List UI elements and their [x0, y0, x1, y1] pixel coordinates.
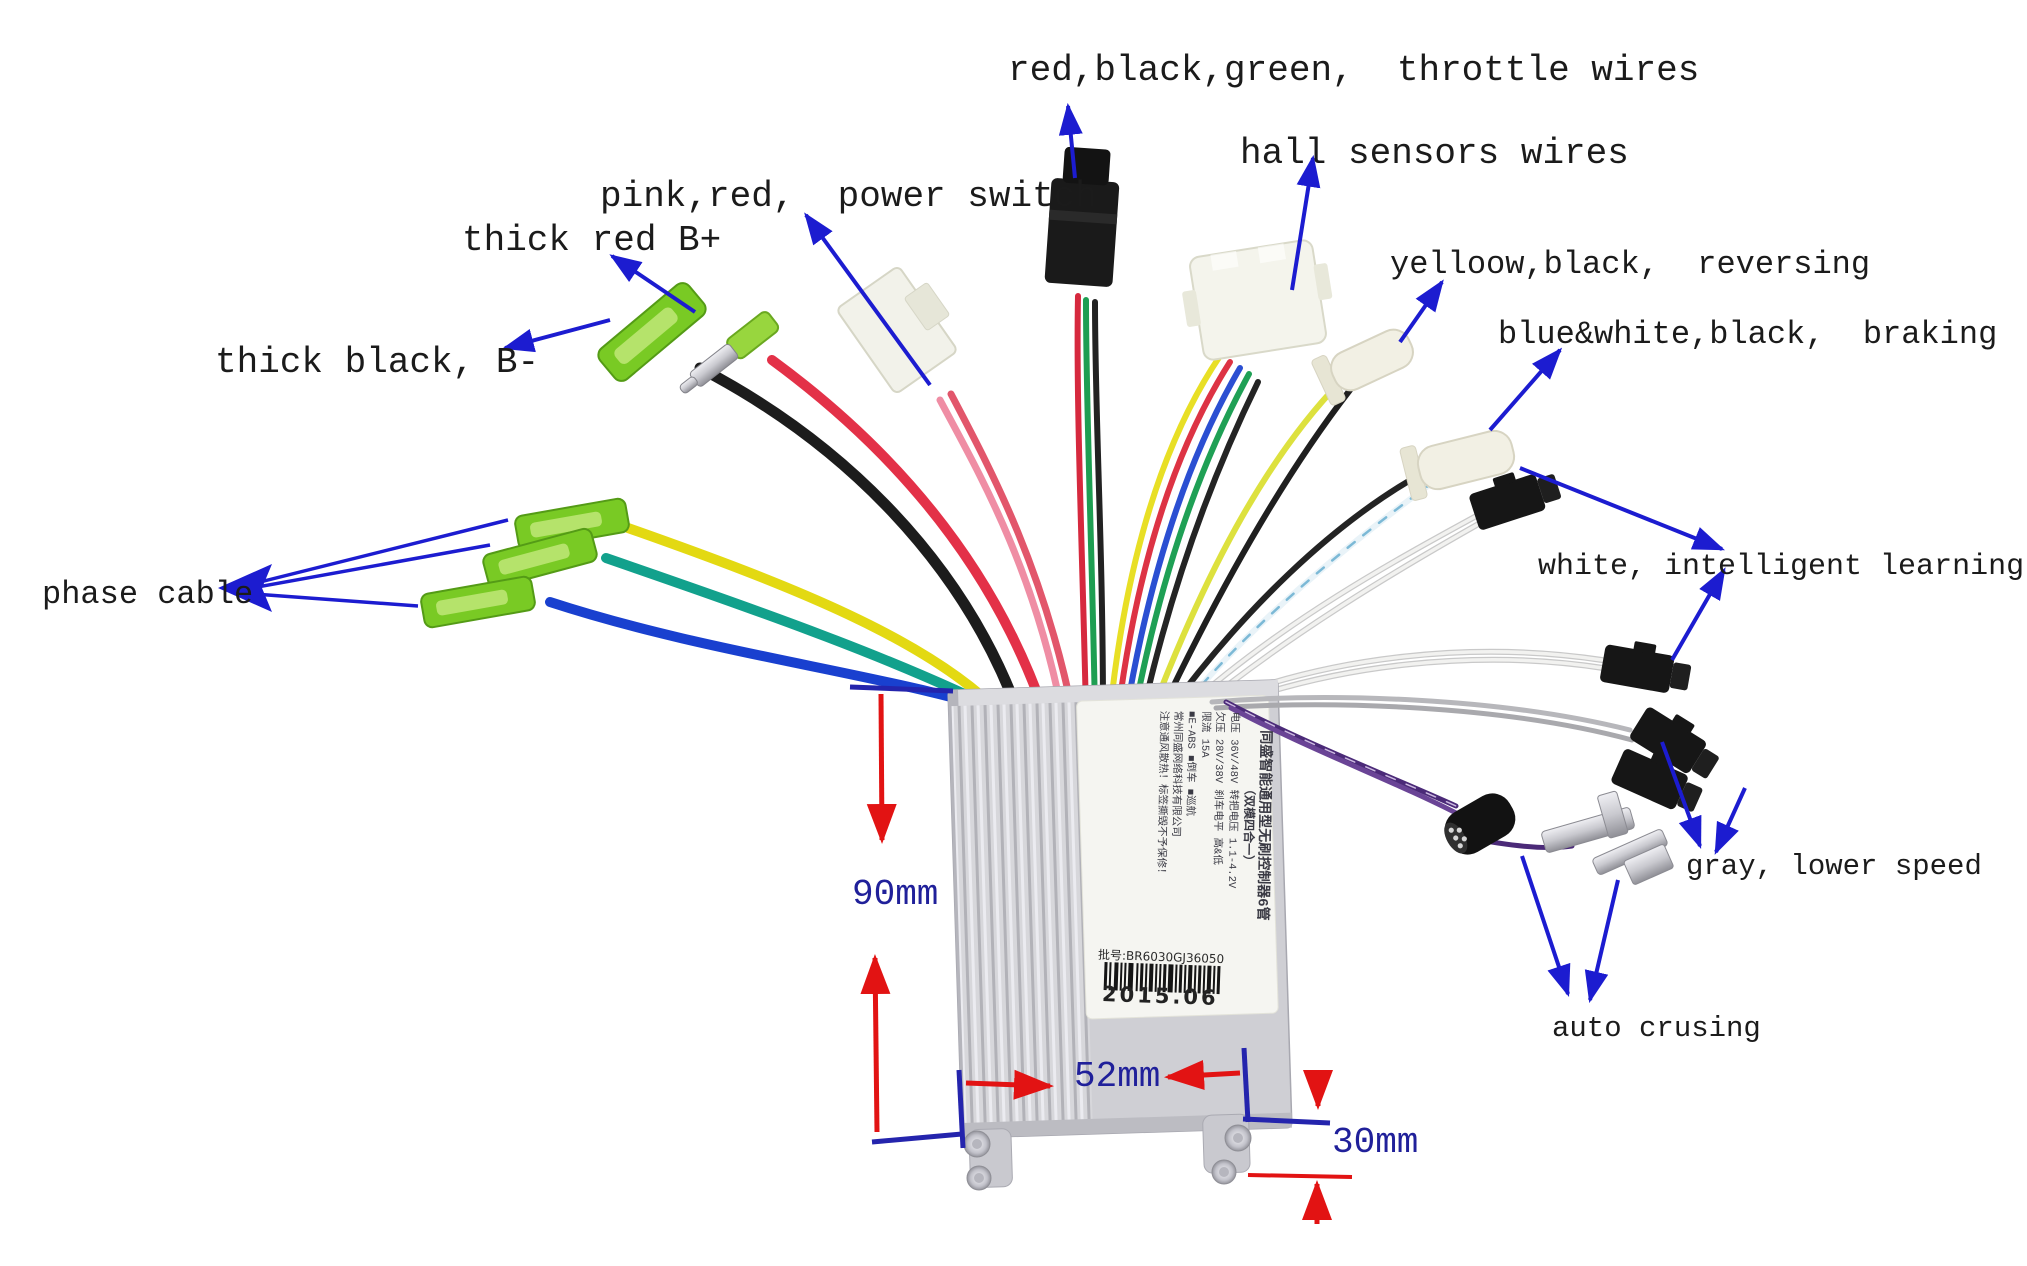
phase-wire-yellow: [623, 523, 1007, 720]
dim-arrow-height-up: [860, 954, 891, 1133]
dimension-marks: [849, 684, 1353, 1224]
callout-thick-black-b-minus: thick black, B-: [215, 342, 540, 383]
wires-over-box: [1209, 695, 1635, 851]
sm-connector-intelligent-2: [1600, 641, 1692, 693]
phase-connector: [514, 497, 630, 551]
callout-lower-speed: gray, lower speed: [1686, 850, 1982, 883]
braking-wire-bluestripe: [1174, 478, 1438, 717]
white-wire: [1184, 512, 1482, 710]
arrow-intelligent-1: [1519, 466, 1725, 551]
arrow-throttle: [1058, 102, 1083, 179]
dim-arrow-height-down: [866, 693, 897, 844]
callout-intelligent-learning: white, intelligent learning: [1538, 550, 2025, 584]
arrow-power-switch: [804, 212, 932, 387]
sm-connector-intelligent-1: [1469, 472, 1561, 530]
dim-line-right: [1241, 1047, 1251, 1123]
power-switch-connector: [837, 266, 957, 394]
arrow-cruise-1: [1520, 855, 1571, 998]
callout-auto-cruising: auto crusing: [1552, 1012, 1761, 1045]
purple-wire: [1225, 701, 1457, 807]
phase-connector: [482, 527, 598, 589]
arrow-b-plus: [609, 254, 697, 314]
callout-arrows: [251, 102, 1747, 1004]
purple-wire: [1228, 705, 1461, 817]
throttle-wire-black: [1092, 299, 1106, 717]
arrow-phase-line: [251, 518, 509, 586]
callout-hall-sensors: hall sensors wires: [1240, 133, 1629, 174]
arrow-braking: [1488, 347, 1563, 432]
b-plus-bullet-connector: [679, 311, 780, 394]
arrow-phase-line: [253, 592, 419, 608]
arrow-lowerspeed-1: [1660, 741, 1702, 850]
hall-wire-green: [1131, 371, 1252, 718]
throttle-wire-red: [1074, 293, 1089, 715]
reversing-connector: [1311, 328, 1414, 406]
arrow-lowerspeed-2: [1714, 787, 1747, 855]
arrow-b-minus: [501, 318, 611, 353]
dimension-depth: 30mm: [1332, 1122, 1419, 1163]
callout-throttle-wires: red,black,green, throttle wires: [1008, 50, 1700, 91]
hall-wire-blue: [1123, 365, 1243, 717]
dim-line-bottom: [871, 1131, 963, 1145]
phase-connector: [420, 575, 536, 629]
device-spec-label: 同盛智能通用型无刷控制器6管 （双模四合一） 电压 36V/48V 转把电压 1…: [1097, 700, 1273, 949]
hall-wire-yellow: [1107, 353, 1223, 715]
arrow-cruise-2: [1584, 879, 1620, 1004]
gray-wire: [1209, 695, 1633, 733]
cruise-spade-connector: [1541, 790, 1635, 853]
cruise-round-connector: [1444, 793, 1516, 855]
b-minus-connector: [597, 282, 707, 382]
wire-bundle: [545, 293, 1606, 725]
hall-wire-black: [1139, 379, 1261, 719]
mounting-screws: [963, 1124, 1252, 1191]
dimension-height: 90mm: [852, 874, 939, 915]
dimension-width: 52mm: [1074, 1056, 1161, 1097]
callout-reversing: yelloow,black, reversing: [1390, 246, 1871, 283]
sm-connector-lowerspeed-2: [1611, 749, 1703, 812]
braking-connector: [1399, 429, 1516, 501]
arrow-phase-line: [251, 543, 491, 590]
arrow-reversing: [1398, 279, 1444, 344]
callout-power-switch: pink,red, power switch: [600, 176, 1097, 217]
dim-line-depth-bottom: [1247, 1173, 1353, 1179]
dim-line-depth-top: [1242, 1116, 1331, 1126]
arrow-hall: [1290, 154, 1321, 291]
power-switch-wire: [947, 390, 1077, 718]
dim-line-top: [849, 684, 954, 694]
hall-wire-red: [1115, 359, 1233, 716]
throttle-wire-green: [1083, 297, 1098, 716]
callout-braking: blue&white,black, braking: [1498, 316, 1998, 353]
throttle-connector: [1044, 146, 1120, 287]
callout-phase-cable: phase cable: [42, 576, 254, 613]
arrow-phase-head: [218, 564, 272, 612]
sm-connector-lowerspeed-1: [1630, 707, 1719, 779]
power-switch-wire: [936, 396, 1066, 716]
controller-box: [947, 679, 1293, 1188]
hall-sensor-connector: [1182, 239, 1333, 361]
barcode: [1103, 962, 1221, 995]
b-plus-wire: [767, 355, 1049, 717]
dim-line-left: [956, 1069, 966, 1149]
gray-wire: [1213, 702, 1635, 743]
b-minus-wire: [694, 362, 1024, 718]
braking-wire-black: [1165, 467, 1431, 715]
spec-label-background: [1076, 694, 1279, 1020]
manufacture-date: 2015.06: [1101, 981, 1220, 1011]
reversing-wire-yellow: [1149, 377, 1345, 715]
dim-arrow-width-left: [1164, 1060, 1241, 1090]
reversing-wire-black: [1157, 387, 1353, 717]
arrow-intelligent-2: [1670, 567, 1726, 662]
callout-thick-red-b-plus: thick red B+: [462, 220, 722, 261]
dim-arrow-width-right: [965, 1069, 1054, 1100]
cruise-spade-connector: [1592, 829, 1674, 885]
